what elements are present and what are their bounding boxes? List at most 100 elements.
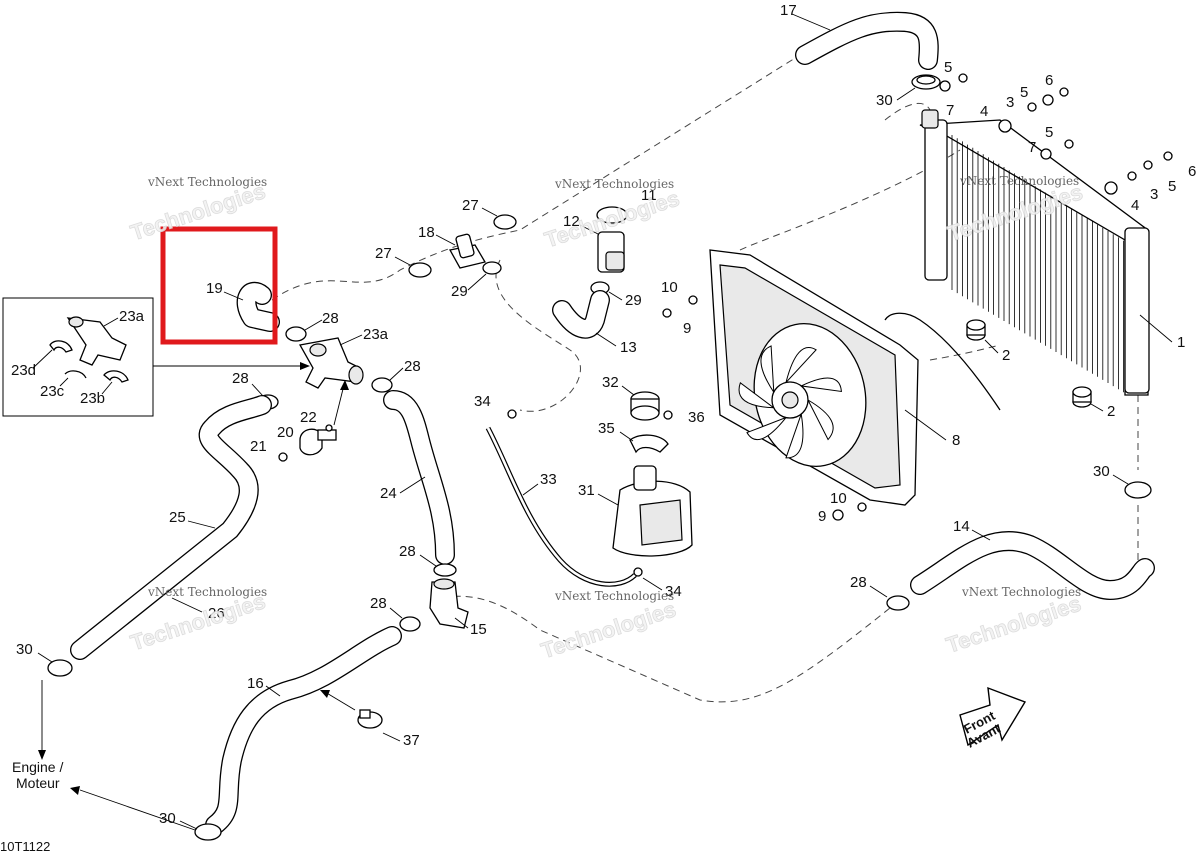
rubber-mount-2-a[interactable] — [966, 319, 986, 341]
coolant-reservoir[interactable] — [612, 465, 693, 557]
watermark-brand-4: vNext Technologies — [147, 585, 267, 599]
filler-neck-12[interactable] — [597, 231, 625, 273]
detail-clip-23b[interactable] — [103, 370, 129, 383]
label-5-a: 5 — [944, 59, 952, 76]
fan-shroud[interactable] — [709, 249, 1001, 506]
label-34-bottom: 34 — [665, 583, 682, 600]
tee-fitting-23a[interactable] — [298, 337, 364, 389]
detail-oring-23c[interactable] — [64, 370, 87, 379]
label-32: 32 — [602, 374, 619, 391]
hose-13[interactable] — [552, 290, 610, 339]
label-7-a: 7 — [946, 102, 954, 119]
tee-fitting-15[interactable] — [429, 578, 469, 629]
label-6-b: 6 — [1188, 163, 1196, 180]
hose-14[interactable] — [910, 531, 1155, 600]
label-4-b: 4 — [1131, 197, 1139, 214]
y-fitting-18[interactable] — [448, 233, 487, 269]
clamp-27-b[interactable] — [408, 262, 432, 278]
clamp-37[interactable] — [357, 709, 383, 729]
label-27-a: 27 — [462, 197, 479, 214]
label-28-f: 28 — [850, 574, 867, 591]
clamp-30-bottom[interactable] — [194, 823, 222, 841]
label-14: 14 — [953, 518, 970, 535]
clamp-28-e[interactable] — [399, 616, 421, 632]
engine-callout-line1: Engine / — [12, 759, 63, 775]
label-36: 36 — [688, 409, 705, 426]
watermark-big-5: Technologies — [538, 596, 679, 663]
watermark-brand-1: vNext Technologies — [147, 175, 267, 189]
label-11: 11 — [641, 187, 657, 204]
label-16: 16 — [247, 675, 264, 692]
engine-callout-line2: Moteur — [16, 775, 60, 791]
pressure-cap-11[interactable] — [596, 206, 628, 224]
label-33: 33 — [540, 471, 557, 488]
label-12: 12 — [563, 213, 580, 230]
radiator[interactable] — [919, 109, 1150, 396]
label-37: 37 — [403, 732, 420, 749]
label-30-right: 30 — [1093, 463, 1110, 480]
screw-22[interactable] — [325, 424, 333, 432]
clamp-29-a[interactable] — [482, 261, 502, 275]
label-24: 24 — [380, 485, 397, 502]
label-13: 13 — [620, 339, 637, 356]
clamp-28-f[interactable] — [886, 595, 910, 611]
label-9-a: 9 — [683, 320, 691, 337]
reservoir-neck-35[interactable] — [629, 434, 669, 454]
clamp-30-left[interactable] — [47, 659, 73, 677]
reservoir-cap-32[interactable] — [630, 391, 660, 421]
hose-clip-34-bottom[interactable] — [633, 567, 643, 577]
label-21: 21 — [250, 438, 267, 455]
label-23a-box: 23a — [119, 308, 145, 325]
watermark-brand-5: vNext Technologies — [554, 589, 674, 603]
watermark-brand-2: vNext Technologies — [554, 177, 674, 191]
label-28-c: 28 — [232, 370, 249, 387]
detail-tee-23a[interactable] — [66, 316, 127, 366]
label-5-b: 5 — [1020, 84, 1028, 101]
clamp-28-a[interactable] — [285, 326, 307, 342]
label-34-top: 34 — [474, 393, 491, 410]
front-direction-arrow: Front Avant — [959, 686, 1027, 751]
label-19: 19 — [206, 280, 223, 297]
watermark-brand-3: vNext Technologies — [959, 174, 1079, 188]
watermark-big-6: Technologies — [943, 591, 1084, 658]
label-30-top: 30 — [876, 92, 893, 109]
hose-16[interactable] — [205, 626, 402, 835]
label-17: 17 — [780, 2, 797, 19]
label-3-a: 3 — [1006, 94, 1014, 111]
hose-clip-34-top[interactable] — [507, 409, 517, 419]
hose-24[interactable] — [383, 390, 455, 565]
clamp-30-top[interactable] — [911, 74, 941, 90]
detail-clip-23d[interactable] — [49, 340, 73, 353]
hose-25[interactable] — [70, 395, 272, 660]
label-4-a: 4 — [980, 103, 988, 120]
label-23a-main: 23a — [363, 326, 389, 343]
label-5-d: 5 — [1168, 178, 1176, 195]
clamp-27-a[interactable] — [493, 214, 517, 230]
label-30-left: 30 — [16, 641, 33, 658]
label-5-c: 5 — [1045, 124, 1053, 141]
label-20: 20 — [277, 424, 294, 441]
clamp-30-right[interactable] — [1124, 481, 1152, 499]
hose-17[interactable] — [795, 11, 939, 70]
label-1: 1 — [1177, 334, 1185, 351]
fastener-10-9-lower[interactable] — [832, 502, 867, 521]
label-29-b: 29 — [625, 292, 642, 309]
label-26: 26 — [208, 605, 225, 622]
radiator-fins — [951, 135, 1124, 393]
fastener-group-top[interactable] — [939, 73, 1173, 195]
clamp-28-d[interactable] — [433, 563, 457, 577]
label-23c: 23c — [40, 383, 65, 400]
fan-blades — [738, 345, 842, 459]
hose-33[interactable] — [485, 426, 637, 587]
fastener-10-9-upper[interactable] — [662, 295, 698, 318]
screw-36[interactable] — [663, 410, 673, 420]
bolt-21[interactable] — [278, 452, 288, 462]
bracket-20[interactable] — [299, 428, 337, 456]
clamp-28-b[interactable] — [371, 377, 393, 393]
label-7-b: 7 — [1028, 139, 1036, 156]
rubber-mount-2-b[interactable] — [1072, 386, 1092, 408]
label-28-e: 28 — [370, 595, 387, 612]
label-9-b: 9 — [818, 508, 826, 525]
hose-19[interactable] — [236, 281, 280, 332]
label-31: 31 — [578, 482, 595, 499]
